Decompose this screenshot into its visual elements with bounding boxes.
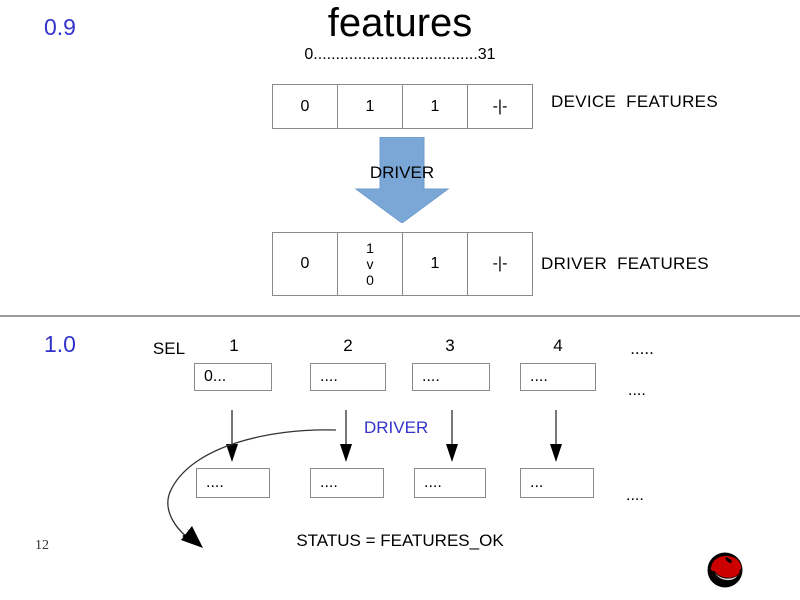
version-badge-modern: 1.0 xyxy=(44,331,76,357)
driver-feature-cell-1-line-2: 0 xyxy=(366,272,374,289)
version-badge-legacy: 0.9 xyxy=(44,14,76,40)
driver-feature-cell-0: 0 xyxy=(272,232,338,296)
driver-transform-label: DRIVER xyxy=(369,163,435,182)
driver-feature-cell-3: -|- xyxy=(467,232,533,296)
driver-negotiation-label: DRIVER xyxy=(364,418,429,437)
feature-select-box-3: .... xyxy=(412,363,490,391)
feature-result-box-1: .... xyxy=(196,468,270,498)
driver-feature-cell-2: 1 xyxy=(402,232,468,296)
column-header-more: ..... xyxy=(630,339,654,358)
down-arrow-1 xyxy=(226,410,238,462)
driver-feature-cell-1: 1 v 0 xyxy=(337,232,403,296)
down-arrow-3 xyxy=(446,410,458,462)
page-title: features xyxy=(327,1,473,45)
column-header-2: 2 xyxy=(343,336,353,355)
section-divider xyxy=(0,315,800,317)
feedback-curved-arrow xyxy=(167,429,337,548)
down-arrow-2 xyxy=(340,410,352,462)
top-row-trailing-dots: .... xyxy=(628,382,646,399)
page-number: 12 xyxy=(35,538,49,553)
table-row: 0 1 v 0 1 -|- xyxy=(272,232,533,296)
driver-feature-cell-1-line-1: v xyxy=(366,255,374,272)
down-arrow-4 xyxy=(550,410,562,462)
feature-select-box-1: 0... xyxy=(194,363,272,391)
feature-result-box-3: .... xyxy=(414,468,486,498)
sel-header: SEL xyxy=(152,339,186,358)
device-feature-cell-0: 0 xyxy=(272,84,338,129)
driver-features-label: DRIVER FEATURES xyxy=(541,254,709,273)
driver-features-table: 0 1 v 0 1 -|- xyxy=(272,232,533,296)
driver-transform-arrow xyxy=(354,137,450,223)
device-feature-cell-2: 1 xyxy=(402,84,468,129)
bottom-row-trailing-dots: .... xyxy=(626,487,644,504)
device-feature-cell-1: 1 xyxy=(337,84,403,129)
status-text: STATUS = FEATURES_OK xyxy=(296,531,504,550)
column-header-4: 4 xyxy=(553,336,563,355)
column-header-1: 1 xyxy=(229,336,239,355)
feature-result-box-4: ... xyxy=(520,468,594,498)
feature-select-box-4: .... xyxy=(520,363,596,391)
device-features-label: DEVICE FEATURES xyxy=(551,92,718,111)
feature-select-box-2: .... xyxy=(310,363,386,391)
red-hat-shadowman-logo xyxy=(707,552,743,588)
device-features-table: 0 1 1 -|- xyxy=(272,84,533,129)
device-feature-cell-3: -|- xyxy=(467,84,533,129)
column-header-3: 3 xyxy=(445,336,455,355)
driver-feature-cell-1-line-0: 1 xyxy=(366,239,374,256)
feature-result-box-2: .... xyxy=(310,468,384,498)
bit-range-ruler: 0.....................................31 xyxy=(304,46,496,63)
table-row: 0 1 1 -|- xyxy=(272,84,533,129)
